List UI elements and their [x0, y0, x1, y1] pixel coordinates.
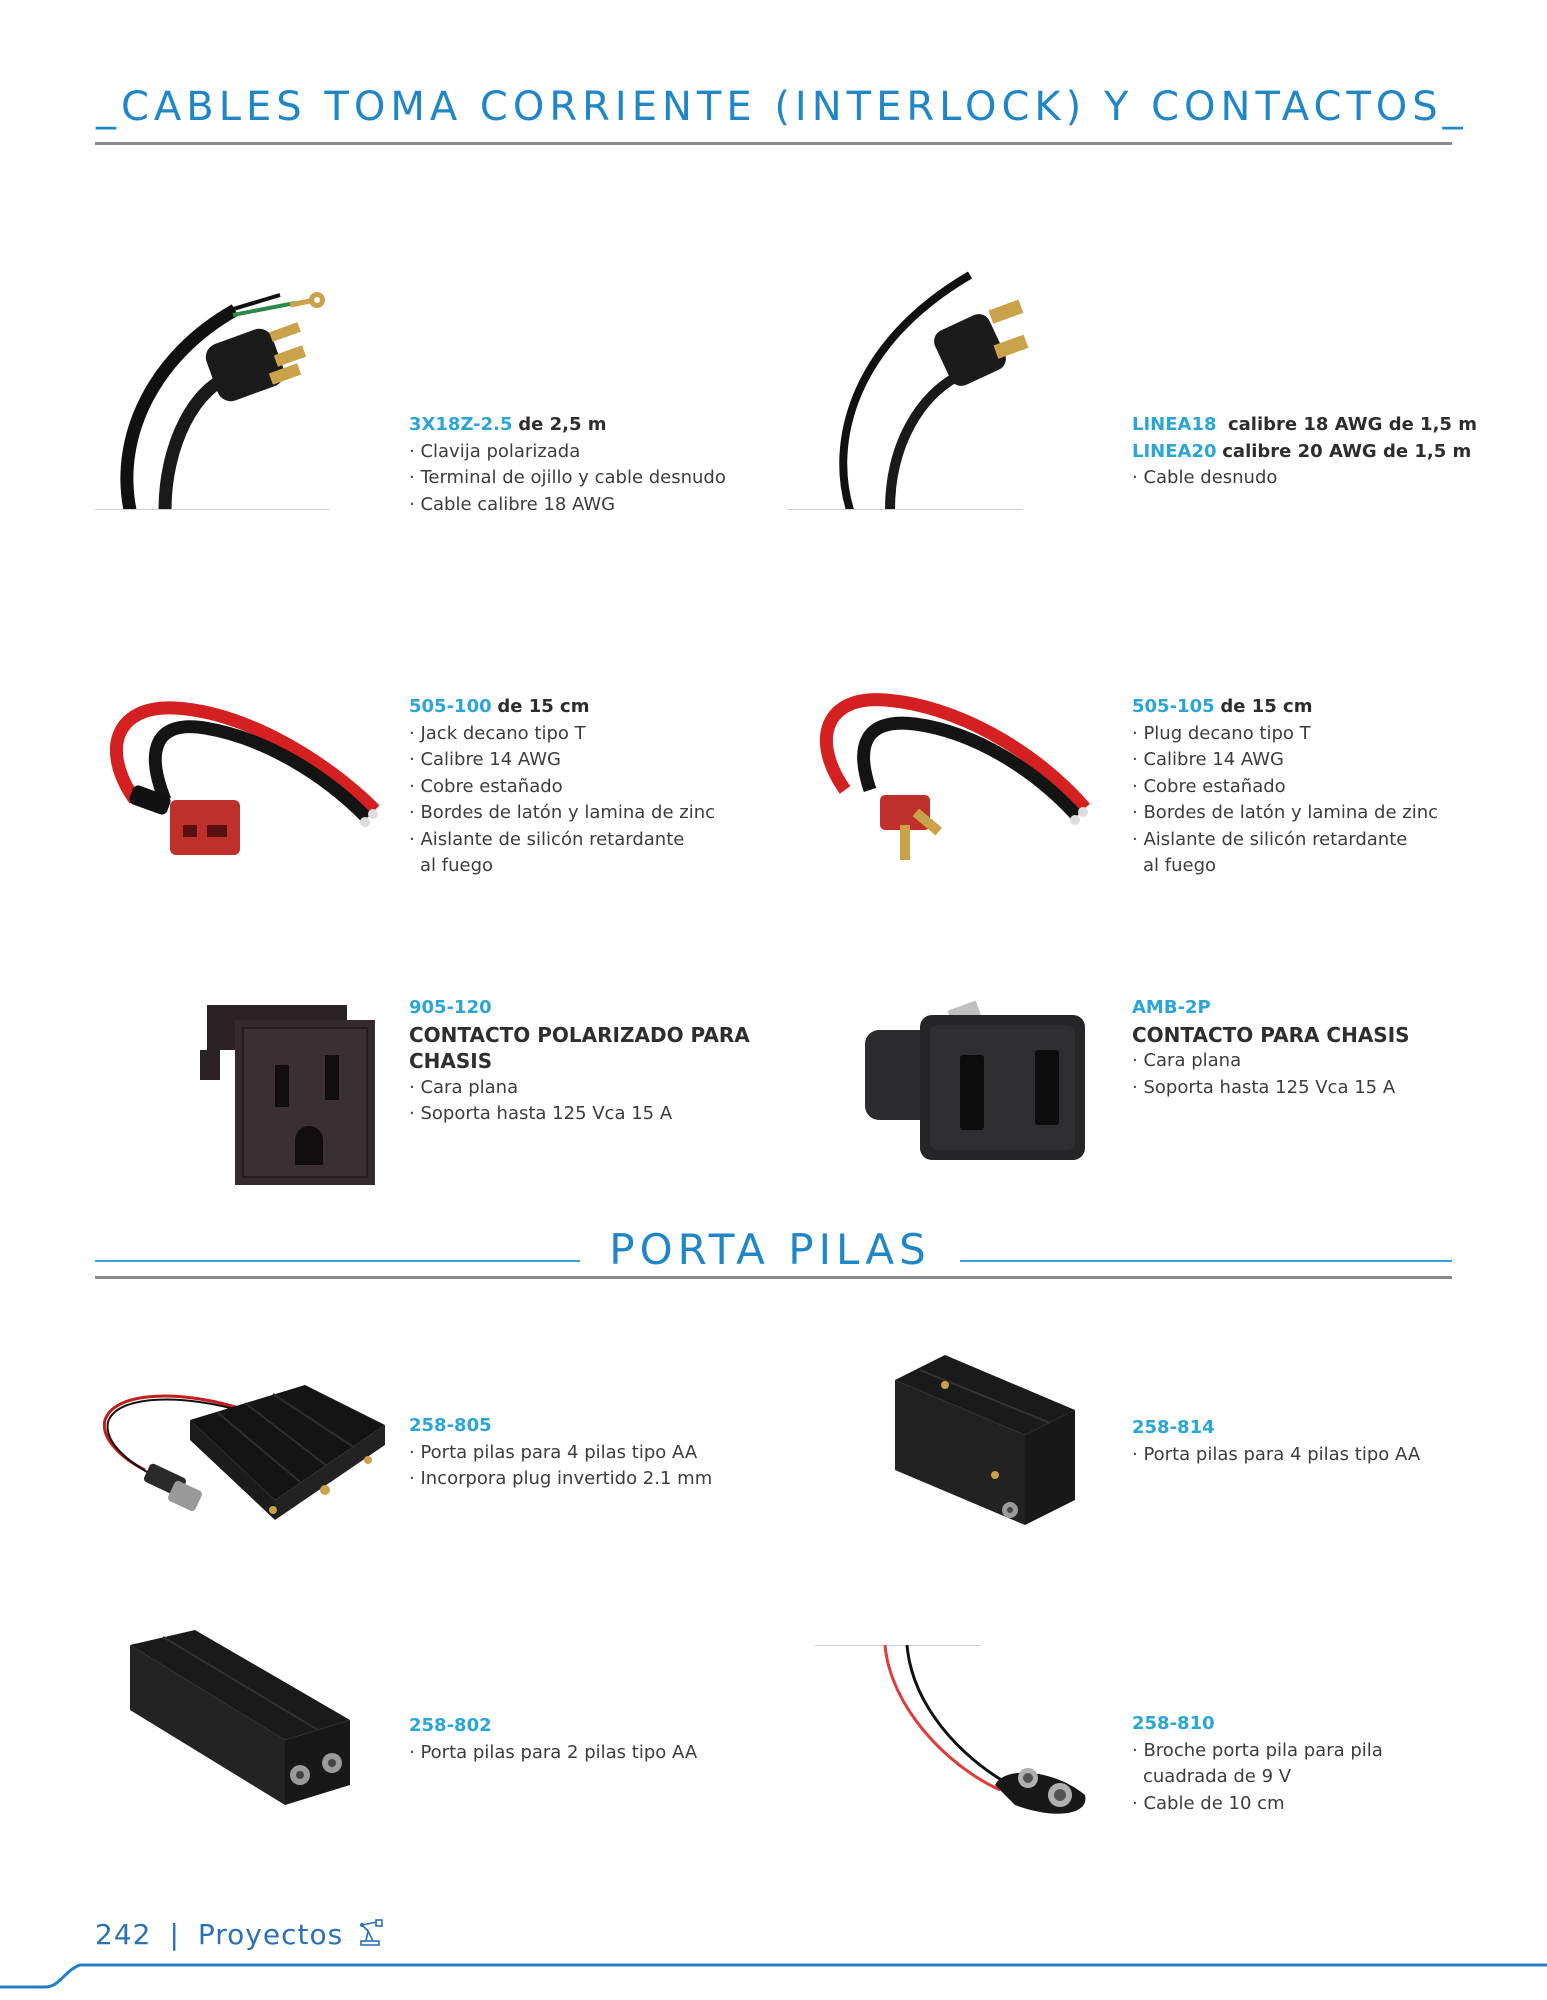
product-heading: CONTACTO PARA CHASIS — [1132, 1022, 1410, 1047]
9v-battery-snap-icon — [815, 1645, 1095, 1820]
product-258-814: 258-814 Porta pilas para 4 pilas tipo AA — [1132, 1415, 1420, 1468]
product-feature: Cara plana — [409, 1075, 750, 1102]
product-feature: Cable de 10 cm — [1132, 1791, 1383, 1818]
title-rule-right — [960, 1260, 1452, 1262]
footer-separator: | — [169, 1918, 180, 1951]
section-divider — [95, 1276, 1452, 1279]
product-feature: Soporta hasta 125 Vca 15 A — [1132, 1075, 1410, 1102]
product-code: 258-805 — [409, 1415, 492, 1436]
product-code: 505-105 — [1132, 696, 1215, 717]
product-905-120: 905-120 CONTACTO POLARIZADO PARA CHASIS … — [409, 995, 750, 1128]
battery-holder-4aa-plug-icon — [95, 1370, 385, 1535]
section-divider — [95, 142, 1452, 145]
page-footer: 242 | Proyectos — [95, 1918, 385, 1951]
product-code: 258-810 — [1132, 1713, 1215, 1734]
product-linea: LINEA18 calibre 18 AWG de 1,5 m LINEA20 … — [1132, 412, 1477, 492]
section-title-cables: _CABLES TOMA CORRIENTE (INTERLOCK) Y CON… — [96, 84, 1468, 130]
deans-t-plug-cable-icon — [805, 690, 1105, 865]
product-feature-continuation: al fuego — [420, 855, 494, 876]
page-number: 242 — [95, 1918, 152, 1951]
product-505-100: 505-100 de 15 cm Jack decano tipo T Cali… — [409, 694, 715, 880]
product-feature: Plug decano tipo T — [1132, 721, 1438, 748]
footer-section-name: Proyectos — [197, 1918, 344, 1951]
product-feature: Cobre estañado — [1132, 774, 1438, 801]
product-505-105: 505-105 de 15 cm Plug decano tipo T Cali… — [1132, 694, 1438, 880]
product-258-805: 258-805 Porta pilas para 4 pilas tipo AA… — [409, 1413, 712, 1493]
product-feature: Cara plana — [1132, 1048, 1410, 1075]
product-feature: Clavija polarizada — [409, 439, 726, 466]
product-feature: Incorpora plug invertido 2.1 mm — [409, 1466, 712, 1493]
product-amb-2p: AMB-2P CONTACTO PARA CHASIS Cara plana S… — [1132, 995, 1410, 1101]
product-feature: Calibre 14 AWG — [1132, 747, 1438, 774]
title-rule-left — [95, 1260, 580, 1262]
battery-holder-4aa-stacked-icon — [885, 1350, 1085, 1530]
product-feature: Calibre 14 AWG — [409, 747, 715, 774]
product-feature: Bordes de latón y lamina de zinc — [1132, 800, 1438, 827]
product-feature: Terminal de ojillo y cable desnudo — [409, 465, 725, 492]
product-feature: Broche porta pila para pila — [1132, 1738, 1382, 1765]
product-feature: Bordes de latón y lamina de zinc — [409, 800, 715, 827]
product-spec: calibre 18 AWG de 1,5 m — [1227, 414, 1477, 435]
product-code: LINEA18 — [1132, 414, 1217, 435]
product-feature: Porta pilas para 4 pilas tipo AA — [409, 1440, 712, 1467]
power-cord-2-prong-icon — [790, 265, 1070, 510]
image-baseline — [788, 509, 1023, 510]
product-feature: Cable desnudo — [1132, 465, 1477, 492]
product-feature: Porta pilas para 2 pilas tipo AA — [409, 1740, 697, 1767]
chassis-outlet-2p-icon — [860, 1000, 1090, 1165]
product-code: 258-802 — [409, 1715, 492, 1736]
product-feature: Soporta hasta 125 Vca 15 A — [409, 1101, 750, 1128]
product-code: 505-100 — [409, 696, 492, 717]
power-cord-3-prong-icon — [95, 265, 335, 510]
product-feature: Cobre estañado — [409, 774, 715, 801]
robot-arm-icon — [357, 1919, 385, 1947]
product-feature: Aislante de silicón retardante — [1132, 827, 1438, 854]
battery-holder-2aa-icon — [125, 1625, 355, 1810]
product-spec: calibre 20 AWG de 1,5 m — [1222, 440, 1472, 462]
product-feature: Aislante de silicón retardante — [409, 827, 715, 854]
product-heading: CONTACTO POLARIZADO PARA — [409, 1022, 750, 1047]
product-258-802: 258-802 Porta pilas para 2 pilas tipo AA — [409, 1713, 697, 1766]
product-length: de 15 cm — [497, 696, 590, 717]
image-baseline — [95, 509, 330, 510]
product-code: AMB-2P — [1132, 997, 1211, 1018]
image-baseline — [815, 1645, 980, 1646]
product-code: 905-120 — [409, 997, 492, 1018]
footer-rule — [0, 1963, 1547, 1989]
product-3x18z: 3X18Z-2.5 de 2,5 m Clavija polarizada Te… — [409, 412, 726, 518]
product-code: LINEA20 — [1132, 440, 1217, 462]
product-feature: Jack decano tipo T — [409, 721, 715, 748]
deans-t-jack-cable-icon — [95, 690, 395, 865]
product-feature-continuation: al fuego — [1143, 855, 1217, 876]
product-heading: CHASIS — [409, 1049, 493, 1073]
product-code: 258-814 — [1132, 1417, 1215, 1438]
product-length: de 2,5 m — [518, 414, 607, 435]
product-length: de 15 cm — [1220, 696, 1313, 717]
product-code: 3X18Z-2.5 — [409, 414, 513, 435]
product-feature-continuation: cuadrada de 9 V — [1143, 1766, 1292, 1787]
polarized-chassis-outlet-icon — [195, 995, 385, 1185]
product-feature: Porta pilas para 4 pilas tipo AA — [1132, 1442, 1420, 1469]
product-258-810: 258-810 Broche porta pila para pila cuad… — [1132, 1711, 1383, 1817]
section-title-porta-pilas: PORTA PILAS — [609, 1225, 931, 1274]
product-feature: Cable calibre 18 AWG — [409, 492, 726, 519]
